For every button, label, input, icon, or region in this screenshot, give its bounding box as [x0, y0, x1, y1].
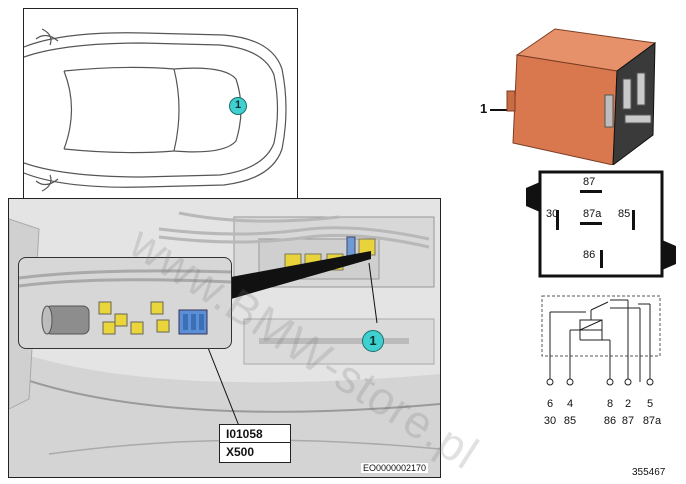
relay-illustration: [506, 28, 657, 165]
pin-layout-diagram: [526, 170, 676, 278]
car-location-callout: 1: [229, 97, 247, 115]
car-outline-drawing: [24, 28, 287, 192]
circuit-pin-8: 8: [606, 398, 614, 410]
relay-part-callout: 1: [480, 101, 488, 116]
circuit-pin-2: 2: [624, 398, 632, 410]
relay-circuit-schematic: [541, 295, 661, 386]
circuit-pin-6: 6: [546, 398, 554, 410]
connector-code-label: I01058: [219, 424, 291, 445]
connector-id-label: X500: [219, 442, 291, 463]
relay-leader-line: [490, 109, 514, 111]
car-location-panel: 1: [23, 8, 298, 212]
circuit-terminal-86: 86: [603, 415, 617, 427]
pin-label-30: 30: [546, 208, 559, 220]
circuit-terminal-85: 85: [563, 415, 577, 427]
circuit-terminal-30: 30: [543, 415, 557, 427]
circuit-pin-5: 5: [646, 398, 654, 410]
pin-label-86: 86: [583, 249, 596, 261]
zoom-inset: [18, 257, 232, 349]
circuit-pin-4: 4: [566, 398, 574, 410]
zoom-inset-drawing: [19, 269, 231, 335]
circuit-terminal-87a: 87a: [642, 415, 662, 427]
engine-bay-photo-panel: 1 I01058 X500 EO0000002170: [8, 198, 441, 478]
image-code: EO0000002170: [361, 463, 429, 473]
circuit-terminal-87: 87: [621, 415, 635, 427]
photo-location-callout: 1: [362, 330, 384, 352]
pin-label-87: 87: [583, 176, 596, 188]
pin-label-87a: 87a: [583, 208, 602, 220]
pin-label-85: 85: [618, 208, 631, 220]
reference-number: 355467: [632, 467, 666, 478]
